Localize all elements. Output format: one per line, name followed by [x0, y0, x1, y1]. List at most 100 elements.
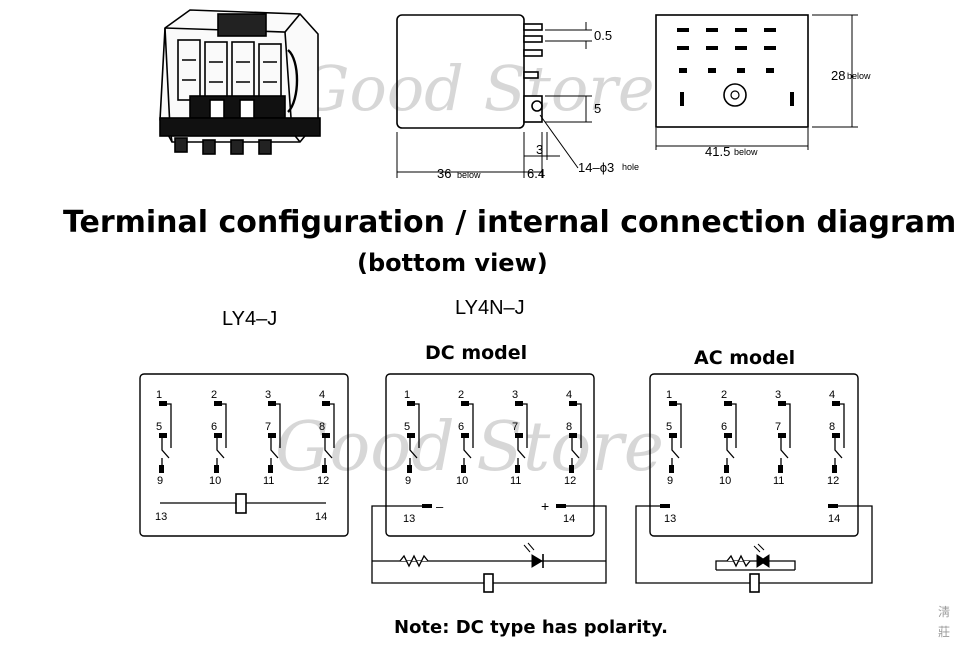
corner-char-1: 淸 — [938, 605, 950, 619]
terminal-pin — [515, 465, 520, 473]
terminal-pin — [159, 465, 164, 473]
terminal-slot — [708, 68, 716, 73]
led-light-arrows — [523, 542, 535, 553]
terminal-number: 13 — [403, 513, 415, 525]
terminal-number: 8 — [319, 421, 325, 433]
indicator-socket-core — [730, 90, 740, 100]
terminal-slot — [677, 28, 689, 32]
panel-frame — [385, 373, 595, 537]
terminal-slot — [735, 28, 747, 32]
contact-switch — [671, 403, 682, 465]
terminal-slot — [764, 46, 776, 50]
contact-switch — [409, 403, 420, 465]
contact-switch — [463, 403, 474, 465]
terminal-number: 3 — [512, 389, 518, 401]
terminal-pin — [461, 433, 469, 438]
bottom-view-terminals — [677, 28, 794, 107]
terminal-pin — [669, 433, 677, 438]
corner-char-2: 莊 — [938, 625, 950, 639]
polarity-minus: – — [436, 499, 444, 514]
relay-photo-drawing — [159, 9, 321, 155]
polarity-note: Note: DC type has polarity. — [394, 617, 668, 638]
terminal-pin — [832, 401, 840, 406]
contact-switch — [571, 403, 582, 465]
terminal-number: 1 — [156, 389, 162, 401]
terminal-slot — [766, 68, 774, 73]
terminal-pin — [268, 433, 276, 438]
subtitle: (bottom view) — [357, 249, 548, 277]
terminal-pin — [268, 465, 273, 473]
terminal-pin — [660, 504, 670, 508]
terminal-pin — [556, 504, 566, 508]
dim-width-suffix: below — [734, 147, 758, 157]
terminal-number: 14 — [315, 511, 327, 523]
coil-symbol — [749, 573, 760, 593]
terminal-number: 12 — [564, 475, 576, 487]
terminal-slot — [677, 46, 689, 50]
terminal-pin — [159, 401, 167, 406]
dim-pin-width: 3 — [536, 142, 543, 157]
contact-switch — [726, 403, 737, 465]
terminal-number: 10 — [719, 475, 731, 487]
contact-switch — [517, 403, 528, 465]
contact-switch — [780, 403, 791, 465]
coil-terminal-slot — [680, 92, 684, 106]
terminal-number: 6 — [458, 421, 464, 433]
resistor-symbol — [399, 554, 429, 568]
coil-symbol — [235, 493, 247, 514]
terminal-pin — [422, 504, 432, 508]
terminal-number: 14 — [563, 513, 575, 525]
relay-bottom-view — [655, 14, 858, 150]
terminal-pin — [322, 433, 330, 438]
dim-length: 36 — [437, 166, 451, 181]
terminal-number: 2 — [721, 389, 727, 401]
terminal-number: 9 — [405, 475, 411, 487]
terminal-number: 9 — [157, 475, 163, 487]
terminal-pin — [569, 465, 574, 473]
terminal-number: 4 — [829, 389, 835, 401]
terminal-number: 6 — [211, 421, 217, 433]
indicator-loop — [715, 560, 796, 571]
terminal-number: 4 — [566, 389, 572, 401]
terminal-pin — [461, 401, 469, 406]
ac-model-label: AC model — [694, 347, 795, 369]
watermark-middle: Good Store — [275, 408, 664, 487]
side-view-dimension-labels: 0.5 5 3 14–ϕ3 hole 36 below 6.4 — [437, 28, 639, 181]
model-label-ly4: LY4–J — [222, 308, 277, 330]
terminal-slot — [706, 28, 718, 32]
dim-pin-length: 6.4 — [527, 166, 545, 181]
terminal-number: 10 — [209, 475, 221, 487]
coil-symbol — [483, 573, 494, 593]
terminal-number: 10 — [456, 475, 468, 487]
terminal-pin — [832, 433, 840, 438]
terminal-pin — [407, 433, 415, 438]
contact-switch — [161, 403, 172, 465]
terminal-number: 1 — [404, 389, 410, 401]
terminal-pin — [407, 465, 412, 473]
terminal-pin — [724, 465, 729, 473]
terminal-pin — [159, 433, 167, 438]
watermark-top: Good Store — [300, 52, 655, 125]
relay-side-view — [396, 14, 592, 178]
terminal-number: 11 — [510, 475, 521, 487]
terminal-pin — [669, 465, 674, 473]
terminal-pin — [515, 433, 523, 438]
terminal-pin — [515, 401, 523, 406]
dim-width: 41.5 — [705, 144, 730, 159]
terminal-number: 8 — [566, 421, 572, 433]
terminal-slot — [764, 28, 776, 32]
dim-pin-pitch: 5 — [594, 101, 601, 116]
dim-height: 28 — [831, 68, 845, 83]
terminal-number: 3 — [265, 389, 271, 401]
contact-switch — [834, 403, 845, 465]
terminal-number: 11 — [773, 475, 784, 487]
bottom-view-dimension-labels: 28 below 41.5 below — [705, 68, 871, 159]
terminal-pin — [724, 401, 732, 406]
terminal-pin — [724, 433, 732, 438]
dim-length-suffix: below — [457, 170, 481, 180]
terminal-pin — [322, 401, 330, 406]
terminal-pin — [214, 465, 219, 473]
terminal-pin — [268, 401, 276, 406]
terminal-number: 3 — [775, 389, 781, 401]
